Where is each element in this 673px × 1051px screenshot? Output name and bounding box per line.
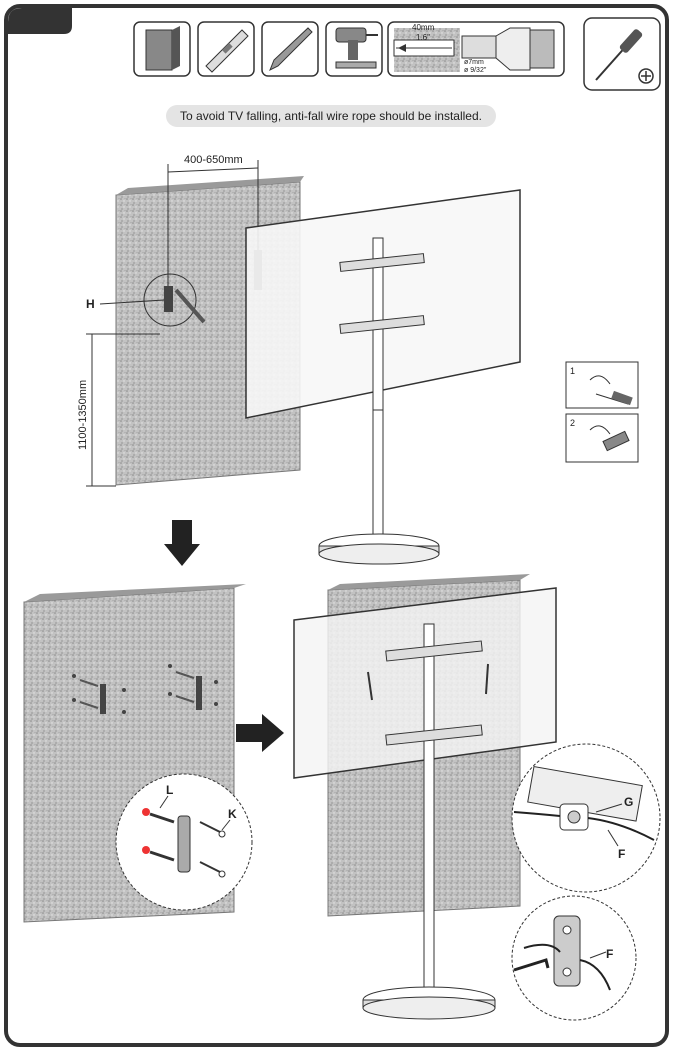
drill-diameter-in: ø 9/32": [464, 67, 487, 74]
page-border: [4, 4, 669, 1047]
width-dimension: 400-650mm: [184, 154, 243, 166]
inset-step-1: 1: [565, 361, 639, 409]
level-icon: [197, 21, 255, 77]
inset-step-2: 2: [565, 413, 639, 463]
step1-illustration: 1100-1350mm 400-650mm H 1: [77, 154, 639, 565]
drill-icon: [325, 21, 383, 77]
anti-fall-notice: To avoid TV falling, anti-fall wire rope…: [166, 105, 496, 127]
wall-panel-icon: [133, 21, 191, 77]
step3-stand-pole: [423, 623, 435, 995]
height-dimension: 1100-1350mm: [77, 380, 89, 450]
svg-text:2: 2: [570, 418, 575, 428]
pencil-icon: [261, 21, 319, 77]
corner-tab: [8, 8, 72, 34]
screwdriver-icon: [583, 17, 661, 91]
drill-depth-diagram-icon: 40mm 1.6" ø7mm ø 9/32": [387, 21, 565, 77]
part-label-g: G: [624, 795, 633, 809]
bracket-detail-circle: [143, 273, 197, 327]
down-arrow-icon: [164, 520, 200, 566]
step1-stand-pole: [372, 237, 384, 539]
drill-depth-in: 1.6": [416, 33, 430, 42]
drill-diameter-mm: ø7mm: [464, 59, 484, 66]
part-label-k: K: [228, 807, 237, 821]
part-label-f-bottom: F: [606, 947, 613, 961]
part-label-f-top: F: [618, 847, 625, 861]
part-label-h: H: [86, 297, 95, 311]
drill-depth-mm: 40mm: [412, 23, 435, 32]
svg-text:1: 1: [570, 366, 575, 376]
step3-illustration: G F F: [293, 574, 661, 1021]
part-label-l: L: [166, 783, 173, 797]
right-arrow-icon: [236, 714, 284, 752]
step2-illustration: L K: [23, 584, 253, 923]
tool-icons-row: 40mm 1.6" ø7mm ø 9/32": [133, 17, 661, 91]
